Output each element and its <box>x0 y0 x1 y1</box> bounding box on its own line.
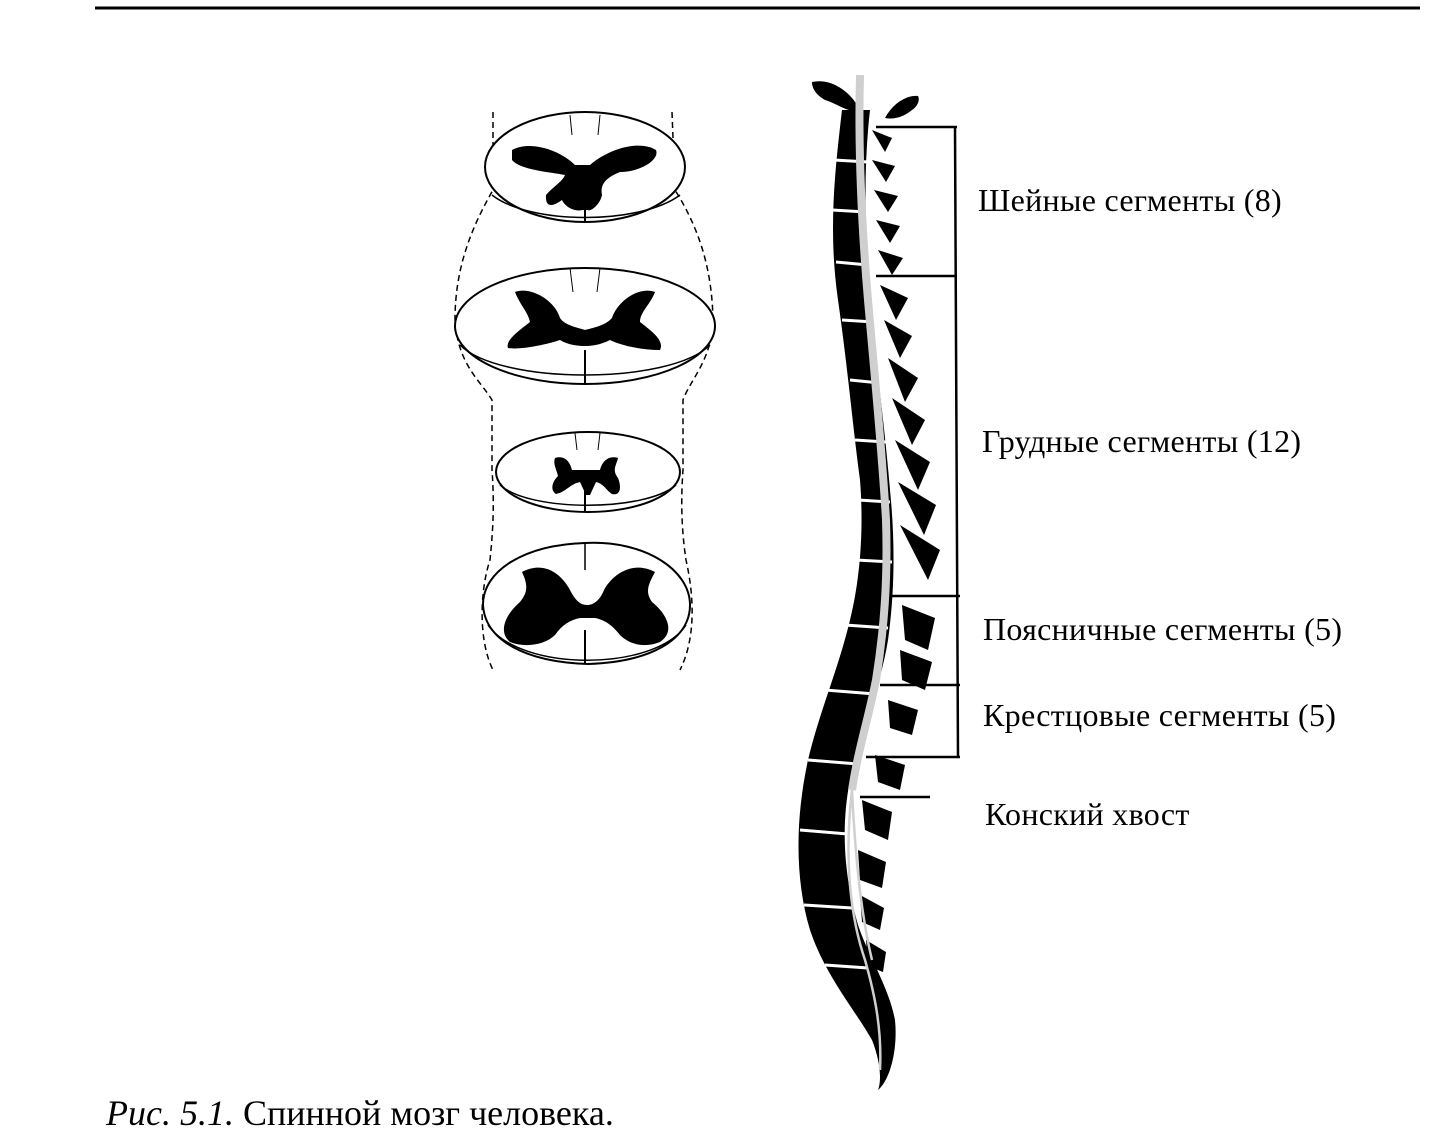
grey-matter-cervical <box>512 145 657 211</box>
grey-matter-lumbar <box>552 457 620 495</box>
label-sacral-segments: Крестцовые сегменты (5) <box>983 697 1337 733</box>
spinal-column <box>798 74 940 1090</box>
figure-number: Рис. 5.1. <box>106 1093 234 1133</box>
label-thoracic-segments: Грудные сегменты (12) <box>982 423 1302 459</box>
rootlet-lines <box>569 114 601 451</box>
skull-base-left <box>812 81 860 111</box>
lumbar-section-rim <box>499 484 677 506</box>
cord-outline-right <box>671 111 714 671</box>
cord-outline-left <box>454 112 495 671</box>
grey-matter-thoracic <box>507 290 661 350</box>
segment-brackets <box>860 125 960 799</box>
figure-title: Спинной мозг человека. <box>242 1093 614 1133</box>
grey-matter-sacral <box>503 567 669 646</box>
cauda-equina-strands <box>847 789 882 1071</box>
figure-caption: Рис. 5.1. Спинной мозг человека. <box>106 1092 614 1134</box>
sacral-section-rim <box>487 624 687 661</box>
spinal-cord <box>848 74 891 791</box>
skull-base-right <box>885 95 919 119</box>
label-lumbar-segments: Поясничные сегменты (5) <box>983 611 1343 647</box>
label-cauda-equina: Конский хвост <box>985 796 1190 832</box>
grey-matter <box>503 145 669 646</box>
bracket-vertical <box>953 126 960 758</box>
label-cervical-segments: Шейные сегменты (8) <box>978 182 1283 218</box>
spinous-processes <box>858 130 940 972</box>
